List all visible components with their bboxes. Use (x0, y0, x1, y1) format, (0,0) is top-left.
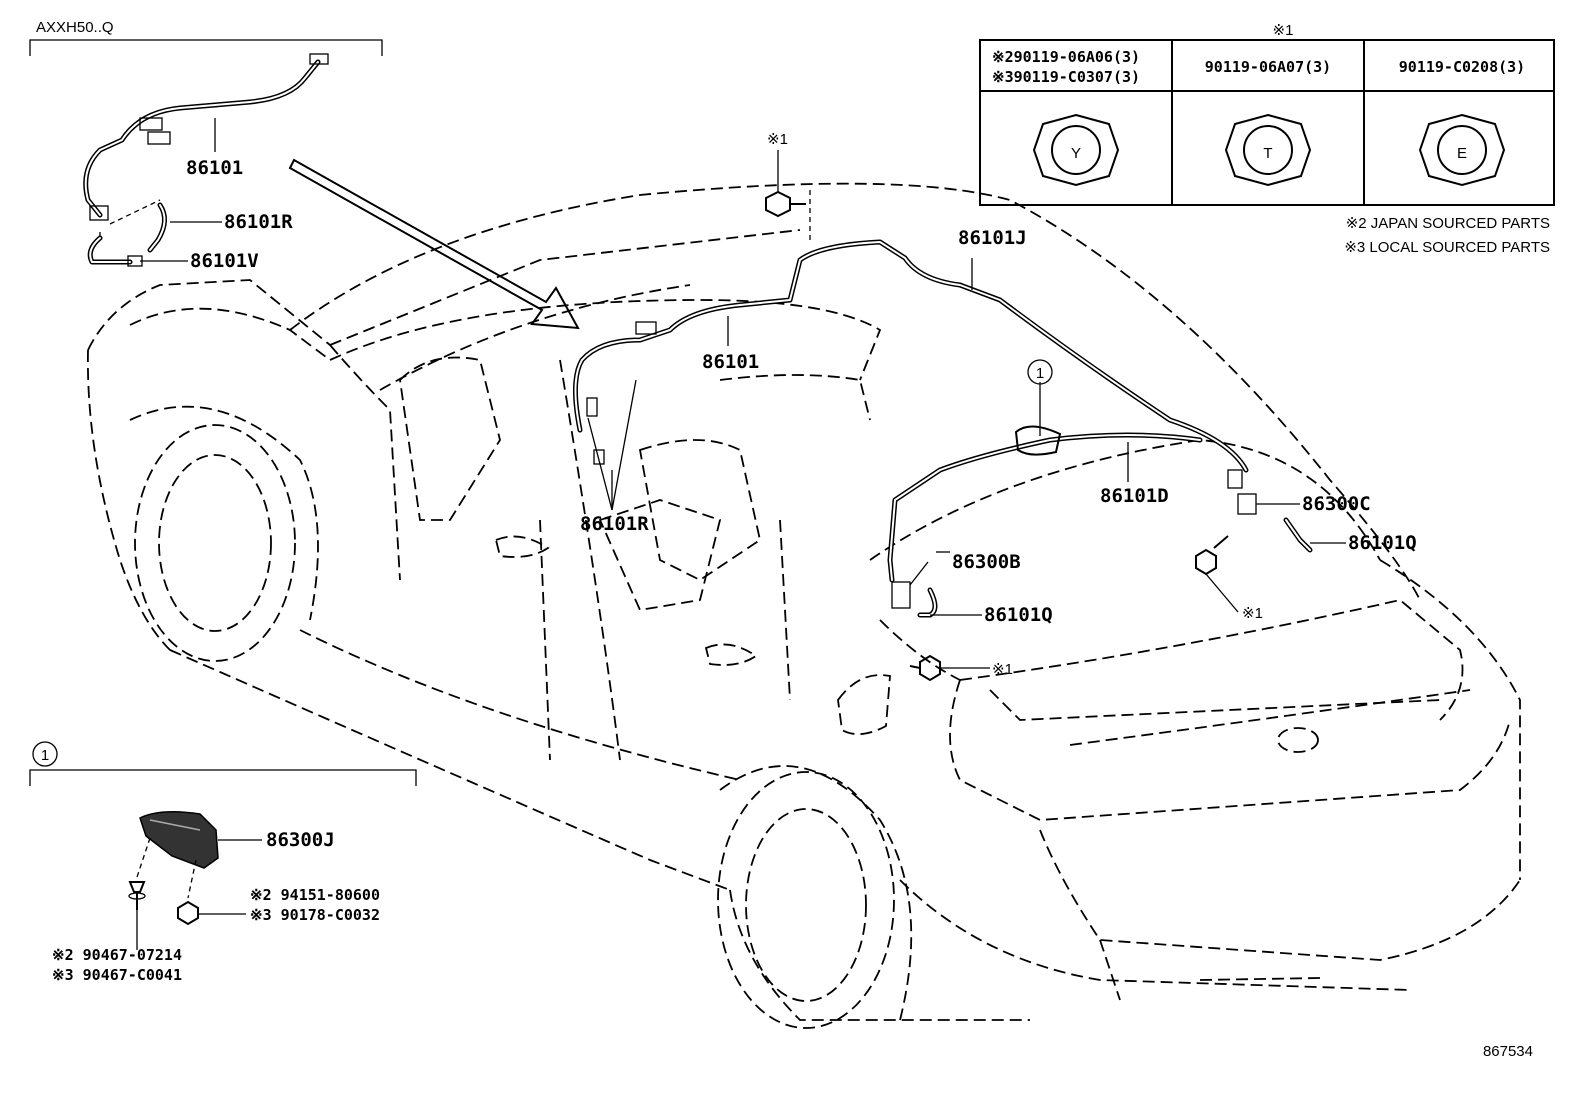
symbol-y: Y (1071, 145, 1081, 162)
table-col1-line2: ※390119-C0307(3) (992, 68, 1140, 86)
callout-86101R-inset: 86101R (224, 211, 293, 233)
model-code: AXXH50..Q (36, 19, 114, 36)
table-col1-line1: ※290119-06A06(3) (992, 48, 1140, 66)
clip-part-2: ※3 90467-C0041 (52, 966, 182, 984)
callout-bolt-mid: ※1 (992, 661, 1013, 678)
callout-bolt-top: ※1 (767, 131, 788, 148)
car-outline (86, 182, 1521, 1029)
note-local: ※3 LOCAL SOURCED PARTS (1344, 239, 1550, 256)
callout-86101Q-left: 86101Q (984, 604, 1053, 626)
table-ref: ※1 (1273, 22, 1294, 39)
bolt-e-icon: E (1418, 113, 1506, 187)
sensor-86300J-icon (139, 811, 219, 869)
callout-bolt-right: ※1 (1242, 605, 1263, 622)
bolt-top-icon (765, 150, 811, 240)
wiring-harness (572, 239, 1313, 618)
symbol-t: T (1263, 145, 1272, 162)
bolt-y-icon: Y (1032, 113, 1120, 187)
callouts: 86101 86101R 86101J 86101D 86300C 86101Q… (580, 227, 1417, 626)
callout-86101D: 86101D (1100, 485, 1169, 507)
bolt-t-icon: T (1224, 113, 1312, 187)
diagram-number: 867534 (1483, 1043, 1533, 1060)
nut-part-1: ※2 94151-80600 (250, 886, 380, 904)
detail-inset: 1 86300J ※2 94151-80600 ※3 90178-C0032 ※… (29, 741, 417, 984)
direction-arrow (288, 158, 580, 330)
callout-86101J: 86101J (958, 227, 1027, 249)
wiring-inset: AXXH50..Q 86101 86101R 86101V (29, 19, 383, 272)
bolt-right-icon (1195, 535, 1239, 613)
clip-icon (128, 881, 146, 910)
detail-circle: 1 (41, 747, 49, 764)
callout-86101V-inset: 86101V (190, 250, 259, 272)
callout-86300C: 86300C (1302, 493, 1371, 515)
detail-part: 86300J (266, 829, 335, 851)
detail-circle-ref: 1 (1036, 365, 1044, 382)
bolt-mid-icon (909, 654, 990, 682)
callout-86101: 86101 (702, 351, 759, 373)
table-col3-line1: 90119-C0208(3) (1399, 58, 1525, 76)
callout-86101Q-right: 86101Q (1348, 532, 1417, 554)
callout-86300B: 86300B (952, 551, 1021, 573)
nut-icon (177, 900, 199, 926)
callout-86101-inset: 86101 (186, 157, 243, 179)
symbol-e: E (1457, 145, 1467, 162)
clip-part-1: ※2 90467-07214 (52, 946, 182, 964)
callout-86101R: 86101R (580, 513, 649, 535)
nut-part-2: ※3 90178-C0032 (250, 906, 380, 924)
note-japan: ※2 JAPAN SOURCED PARTS (1346, 215, 1550, 232)
table-col2-line1: 90119-06A07(3) (1205, 58, 1331, 76)
leaders: ※1 ※1 ※1 1 (587, 131, 1346, 682)
fastener-table: ※1 ※290119-06A06(3) ※390119-C0307(3) 901… (979, 22, 1555, 256)
